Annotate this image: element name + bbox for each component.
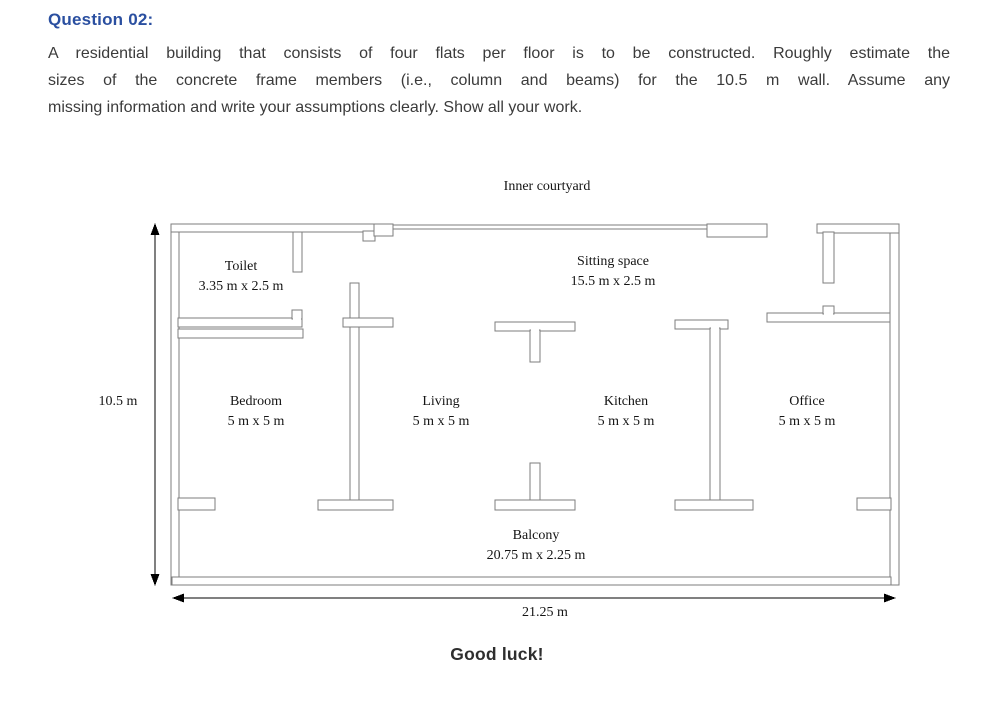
room-dimensions: 5 m x 5 m bbox=[778, 414, 836, 429]
office-bottom-stub bbox=[856, 497, 892, 511]
room-dimensions: 15.5 m x 2.5 m bbox=[570, 274, 656, 289]
width-dimension-label: 21.25 m bbox=[522, 605, 568, 620]
good-luck-message: Good luck! bbox=[450, 644, 544, 664]
living-kitchen-top-stem bbox=[529, 329, 541, 363]
outer-wall-top-left bbox=[170, 223, 375, 233]
room-label: Bedroom 5 m x 5 m bbox=[228, 392, 285, 432]
arrow-right-icon bbox=[884, 593, 896, 603]
interior-walls bbox=[177, 231, 892, 511]
room-label: Balcony 20.75 m x 2.25 m bbox=[487, 526, 586, 566]
height-dimension-label: 10.5 m bbox=[98, 394, 138, 409]
wall-joint-cover bbox=[711, 501, 719, 509]
question-body-line: sizes of the concrete frame members (i.e… bbox=[48, 72, 950, 89]
toilet-partition-wall bbox=[292, 231, 303, 273]
wall-joint-cover bbox=[351, 501, 358, 509]
room-name: Office bbox=[789, 394, 825, 409]
room-name: Bedroom bbox=[229, 394, 283, 409]
arrow-left-icon bbox=[172, 593, 184, 603]
bedroom-bottom-stub bbox=[177, 497, 216, 511]
room-dimensions: 20.75 m x 2.25 m bbox=[486, 548, 586, 563]
arrow-down-icon bbox=[150, 574, 160, 586]
room-name: Toilet bbox=[224, 259, 258, 274]
question-block: Question 02: A residential building that… bbox=[48, 10, 950, 121]
question-heading: Question 02: bbox=[48, 10, 154, 29]
dimension-arrows bbox=[150, 223, 896, 603]
bedroom-top-wall bbox=[177, 328, 304, 339]
courtyard-title: Inner courtyard bbox=[503, 179, 591, 194]
room-label: Kitchen 5 m x 5 m bbox=[598, 392, 655, 432]
balcony-floor-wall bbox=[171, 576, 892, 586]
outer-wall-right bbox=[889, 223, 900, 586]
room-label: Sitting space 15.5 m x 2.5 m bbox=[571, 252, 656, 292]
outer-wall-top-right bbox=[816, 223, 900, 234]
wall-joint-cover bbox=[293, 317, 301, 320]
room-name: Sitting space bbox=[577, 254, 649, 269]
room-dimensions: 3.35 m x 2.5 m bbox=[198, 279, 284, 294]
bedroom-living-wall bbox=[349, 282, 360, 504]
wall-joint-cover bbox=[711, 327, 719, 330]
room-name: Kitchen bbox=[603, 394, 649, 409]
top-right-partition-wall bbox=[822, 231, 835, 284]
wall-joint-cover bbox=[824, 312, 833, 315]
room-label: Office 5 m x 5 m bbox=[779, 392, 836, 432]
top-wall-notch bbox=[362, 230, 376, 242]
courtyard-window-wall bbox=[392, 224, 708, 230]
outer-walls bbox=[170, 223, 900, 586]
living-kitchen-bottom-stem bbox=[529, 462, 541, 502]
room-label: Toilet 3.35 m x 2.5 m bbox=[199, 257, 284, 297]
courtyard-window-left-block bbox=[373, 223, 394, 237]
room-label: Living 5 m x 5 m bbox=[413, 392, 470, 432]
room-name: Balcony bbox=[512, 528, 560, 543]
arrow-up-icon bbox=[150, 223, 160, 235]
wall-joint-cover bbox=[531, 329, 539, 332]
toilet-bottom-wall bbox=[177, 317, 303, 328]
room-dimensions: 5 m x 5 m bbox=[227, 414, 285, 429]
question-body-line: missing information and write your assum… bbox=[48, 99, 583, 116]
room-name: Living bbox=[422, 394, 460, 409]
question-body-line: A residential building that consists of … bbox=[48, 45, 950, 62]
kitchen-office-wall bbox=[709, 327, 721, 502]
wall-joint-cover bbox=[351, 319, 358, 326]
wall-joint-cover bbox=[531, 501, 539, 509]
room-dimensions: 5 m x 5 m bbox=[597, 414, 655, 429]
kitchen-office-top-flange bbox=[674, 319, 729, 330]
room-dimensions: 5 m x 5 m bbox=[412, 414, 470, 429]
outer-wall-left bbox=[170, 223, 180, 586]
bedroom-living-crossbar bbox=[342, 317, 394, 328]
courtyard-window-right-block bbox=[706, 223, 768, 238]
